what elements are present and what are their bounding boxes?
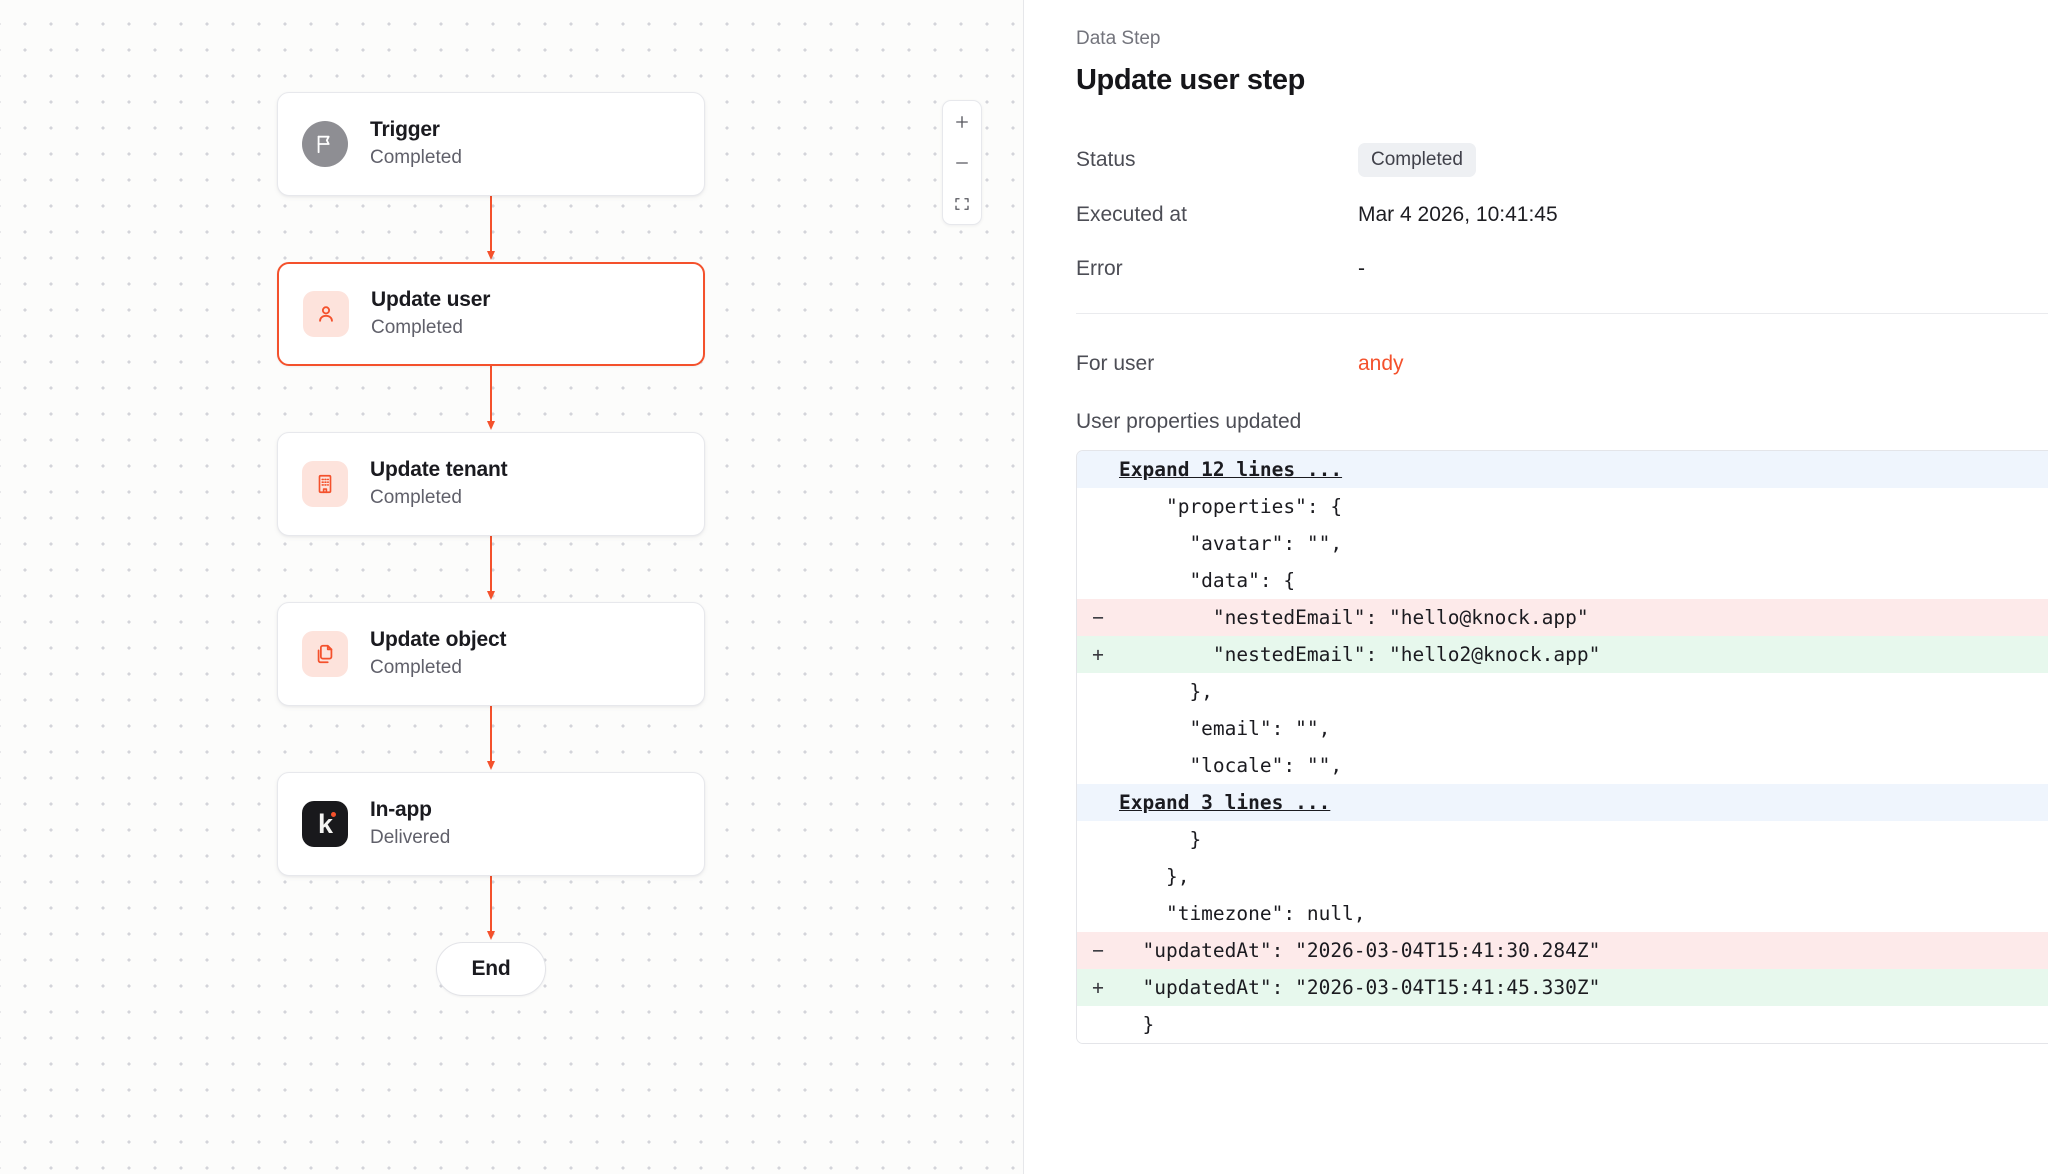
- knock-logo-letter: k: [317, 808, 333, 839]
- diff-code: "avatar": "",: [1119, 531, 1343, 555]
- diff-expand-row[interactable]: Expand 12 lines ...: [1077, 450, 2048, 488]
- node-status: Completed: [370, 147, 462, 169]
- diff-code: },: [1119, 864, 1190, 888]
- meta-value: Mar 4 2026, 10:41:45: [1358, 202, 1558, 226]
- node-title: Update user: [371, 288, 491, 312]
- node-icon-wrap: [302, 461, 348, 507]
- diff-code: "updatedAt": "2026-03-04T15:41:45.330Z": [1119, 975, 1601, 999]
- knock-logo-icon: k: [302, 801, 348, 847]
- diff-line: + "nestedEmail": "hello2@knock.app": [1077, 635, 2048, 673]
- diff-code: }: [1119, 1012, 1155, 1036]
- copy-icon: [302, 631, 348, 677]
- node-text: Trigger Completed: [370, 117, 462, 171]
- diff-sign: +: [1092, 975, 1104, 999]
- status-badge: Completed: [1358, 143, 1476, 177]
- section-divider: [1076, 312, 2048, 314]
- diff-code: }: [1119, 827, 1202, 851]
- node-text: Update object Completed: [370, 627, 506, 681]
- meta-label: Error: [1076, 256, 1123, 280]
- meta-label: Status: [1076, 147, 1136, 171]
- for-user-link[interactable]: andy: [1358, 351, 1404, 375]
- page-title: Update user step: [1076, 64, 1305, 96]
- diff-line: − "nestedEmail": "hello@knock.app": [1077, 598, 2048, 636]
- workflow-canvas[interactable]: Trigger Completed Update user: [0, 0, 1024, 1174]
- meta-label: Executed at: [1076, 202, 1187, 226]
- diff-sign: +: [1092, 642, 1104, 666]
- knock-logo-dot: [331, 812, 336, 817]
- diff-line: "data": {: [1077, 561, 2048, 599]
- user-icon: [303, 291, 349, 337]
- flow-node-update-tenant[interactable]: Update tenant Completed: [277, 432, 705, 536]
- diff-line: }: [1077, 820, 2048, 858]
- diff-code: Expand 3 lines ...: [1119, 790, 1331, 814]
- node-title: Update object: [370, 628, 507, 652]
- diff-sign: −: [1092, 938, 1104, 962]
- fit-view-button[interactable]: [943, 183, 981, 224]
- node-text: In-app Delivered: [370, 797, 450, 851]
- diff-code: "locale": "",: [1119, 753, 1343, 777]
- node-status: Completed: [370, 657, 462, 679]
- diff-line: − "updatedAt": "2026-03-04T15:41:30.284Z…: [1077, 931, 2048, 969]
- flow-node-trigger[interactable]: Trigger Completed: [277, 92, 705, 196]
- meta-label: For user: [1076, 351, 1155, 375]
- node-icon-wrap: [303, 291, 349, 337]
- diff-code: Expand 12 lines ...: [1119, 457, 1343, 481]
- node-status: Delivered: [370, 827, 451, 849]
- node-icon-wrap: [302, 631, 348, 677]
- diff-line: "avatar": "",: [1077, 524, 2048, 562]
- flow-connector: [277, 196, 705, 262]
- node-title: Update tenant: [370, 458, 508, 482]
- flow-connector: [277, 876, 705, 942]
- properties-section-label: User properties updated: [1076, 409, 1302, 433]
- flow-connector: [277, 366, 705, 432]
- diff-line: },: [1077, 857, 2048, 895]
- node-title: In-app: [370, 798, 432, 822]
- node-title: Trigger: [370, 118, 440, 142]
- flow-node-update-object[interactable]: Update object Completed: [277, 602, 705, 706]
- meta-value: -: [1358, 256, 1365, 280]
- flow-node-update-user[interactable]: Update user Completed: [277, 262, 705, 366]
- diff-code: "data": {: [1119, 568, 1296, 592]
- node-status: Completed: [371, 317, 463, 339]
- diff-code: "timezone": null,: [1119, 901, 1366, 925]
- diff-sign: −: [1092, 605, 1104, 629]
- flag-icon: [302, 121, 348, 167]
- diff-line: "locale": "",: [1077, 746, 2048, 784]
- meta-row-executed-at: Executed at Mar 4 2026, 10:41:45: [1076, 199, 2048, 231]
- node-icon-wrap: [302, 121, 348, 167]
- diff-line: },: [1077, 672, 2048, 710]
- meta-row-status: Status Completed: [1076, 143, 2048, 177]
- step-detail-panel: Data Step Update user step Status Comple…: [1024, 0, 2048, 1174]
- diff-line: "timezone": null,: [1077, 894, 2048, 932]
- flow-connector: [277, 706, 705, 772]
- diff-line: }: [1077, 1005, 2048, 1043]
- flow-connector: [277, 536, 705, 602]
- meta-row-error: Error -: [1076, 253, 2048, 285]
- zoom-out-button[interactable]: [943, 142, 981, 183]
- diff-code: "nestedEmail": "hello@knock.app": [1119, 605, 1589, 629]
- flow-node-end[interactable]: End: [436, 942, 546, 996]
- flow-end-wrap: End: [277, 942, 705, 996]
- diff-viewer: Expand 12 lines ... "properties": { "ava…: [1076, 449, 2048, 1044]
- meta-row-for-user: For user andy: [1076, 348, 2048, 380]
- breadcrumb: Data Step: [1076, 28, 1161, 49]
- node-icon-wrap: k: [302, 801, 348, 847]
- diff-code: "email": "",: [1119, 716, 1331, 740]
- building-icon: [302, 461, 348, 507]
- zoom-in-button[interactable]: [943, 101, 981, 142]
- diff-code: "nestedEmail": "hello2@knock.app": [1119, 642, 1601, 666]
- diff-expand-row[interactable]: Expand 3 lines ...: [1077, 783, 2048, 821]
- diff-line: + "updatedAt": "2026-03-04T15:41:45.330Z…: [1077, 968, 2048, 1006]
- diff-code: "properties": {: [1119, 494, 1343, 518]
- diff-code: },: [1119, 679, 1213, 703]
- flow-node-list: Trigger Completed Update user: [277, 92, 707, 996]
- flow-node-in-app[interactable]: k In-app Delivered: [277, 772, 705, 876]
- diff-line: "properties": {: [1077, 487, 2048, 525]
- diff-line: "email": "",: [1077, 709, 2048, 747]
- node-text: Update tenant Completed: [370, 457, 508, 511]
- node-text: Update user Completed: [371, 287, 490, 341]
- canvas-zoom-controls: [942, 100, 982, 225]
- node-status: Completed: [370, 487, 462, 509]
- diff-code: "updatedAt": "2026-03-04T15:41:30.284Z": [1119, 938, 1601, 962]
